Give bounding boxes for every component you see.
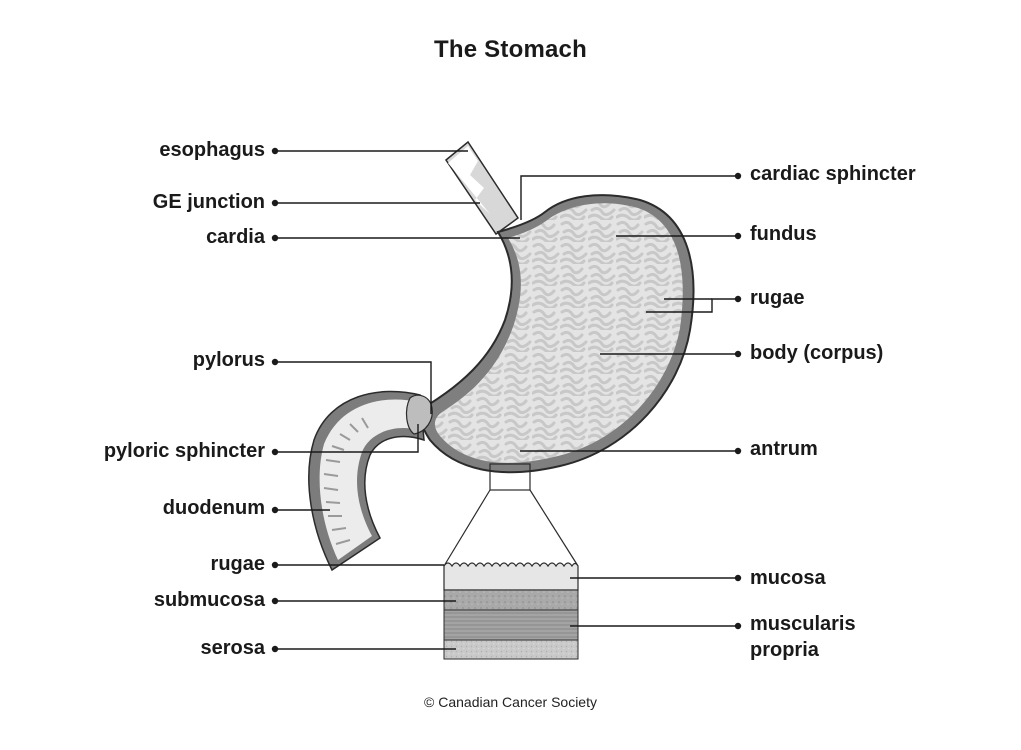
mucosa-layer	[443, 562, 579, 591]
label-body-corpus: body (corpus)	[750, 342, 884, 364]
label-antrum: antrum	[750, 438, 818, 460]
label-muscularis-propria: muscularis propria	[750, 611, 856, 663]
leader-dots-left	[271, 147, 279, 653]
label-esophagus: esophagus	[159, 139, 265, 161]
duodenum-shape	[308, 390, 425, 572]
tissue-layers-block	[443, 562, 579, 660]
label-rugae-right: rugae	[750, 287, 805, 309]
tissue-zoom-guide	[443, 463, 579, 567]
label-pyloric-sphincter: pyloric sphincter	[103, 440, 265, 462]
label-ge-junction: GE junction	[152, 191, 265, 213]
label-muscularis-line1: muscularis	[750, 613, 856, 635]
pylorus-shape	[405, 394, 433, 435]
label-rugae-left: rugae	[210, 553, 265, 575]
copyright-credit: © Canadian Cancer Society	[424, 694, 597, 710]
label-fundus: fundus	[750, 223, 817, 245]
label-cardiac-sphincter: cardiac sphincter	[750, 163, 916, 185]
label-submucosa: submucosa	[153, 589, 265, 611]
label-pylorus: pylorus	[192, 349, 265, 371]
submucosa-layer	[443, 589, 579, 611]
label-muscularis-line2: propria	[750, 639, 819, 661]
esophagus-shape	[444, 140, 520, 236]
serosa-layer	[443, 639, 579, 660]
label-mucosa: mucosa	[750, 567, 826, 589]
muscularis-layer	[443, 609, 579, 641]
label-duodenum: duodenum	[162, 497, 265, 519]
label-serosa: serosa	[200, 637, 266, 659]
stomach-body-shape	[420, 194, 695, 474]
leader-dots-right	[734, 172, 742, 630]
label-cardia: cardia	[206, 226, 265, 248]
diagram-title: The Stomach	[434, 36, 587, 63]
leader-lines-right	[520, 175, 738, 627]
leader-lines-left	[275, 150, 520, 650]
